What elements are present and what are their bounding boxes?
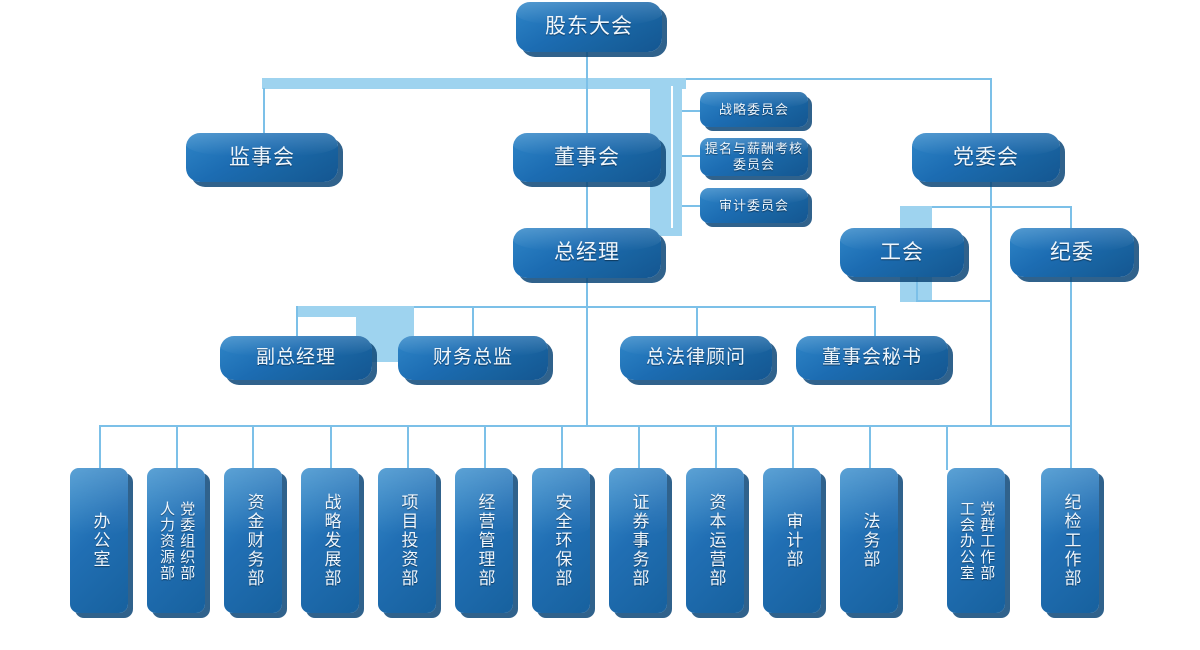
connector-drop-dept-10: [792, 425, 794, 470]
node-department-discipline-inspection[interactable]: 纪检工作部: [1041, 468, 1099, 613]
connector-drop-dept-7: [561, 425, 563, 470]
connector-drop-dept-11: [869, 425, 871, 470]
connector-drop-dept-5: [407, 425, 409, 470]
node-board-of-directors[interactable]: 董事会: [513, 133, 661, 182]
node-label: 总法律顾问: [645, 347, 746, 369]
node-label: 经营管理部: [475, 493, 495, 588]
node-label: 财务总监: [432, 347, 513, 369]
node-label: 党群工作部 工会办公室: [958, 500, 996, 581]
node-department-securities-affairs[interactable]: 证券事务部: [609, 468, 667, 613]
connector-union-bottom-rail: [916, 300, 992, 302]
connector-drop-dept-8: [638, 425, 640, 470]
connector-drop-discipline: [1070, 206, 1072, 228]
connector-stub-nomination: [682, 155, 700, 157]
connector-executives-band: [296, 306, 414, 317]
connector-drop-counsel: [696, 306, 698, 336]
node-nomination-remuneration-committee[interactable]: 提名与薪酬考核 委员会: [700, 138, 808, 176]
node-label: 副总经理: [255, 347, 336, 369]
node-department-office[interactable]: 办公室: [70, 468, 128, 613]
connector-party-rail: [900, 206, 1072, 208]
connector-committee-band-highlight: [671, 86, 673, 228]
node-general-counsel[interactable]: 总法律顾问: [620, 336, 772, 380]
connector-drop-secretary: [874, 306, 876, 336]
node-strategy-committee[interactable]: 战略委员会: [700, 92, 808, 127]
connector-stub-audit: [682, 205, 700, 207]
connector-drop-dept-2: [176, 425, 178, 470]
connector-executives-rail: [296, 306, 876, 308]
connector-board-to-gm: [586, 182, 588, 228]
connector-drop-dept-9: [715, 425, 717, 470]
node-label: 提名与薪酬考核 委员会: [704, 141, 803, 172]
node-label: 资金财务部: [244, 493, 264, 588]
connector-drop-dept-6: [484, 425, 486, 470]
connector-party-down: [990, 182, 992, 222]
connector-band-highlight: [270, 89, 672, 91]
node-shareholders-meeting[interactable]: 股东大会: [516, 2, 662, 52]
connector-departments-rail: [99, 425, 1071, 427]
node-department-audit[interactable]: 审计部: [763, 468, 821, 613]
node-department-project-investment[interactable]: 项目投资部: [378, 468, 436, 613]
connector-drop-board: [586, 78, 588, 133]
node-board-of-supervisors[interactable]: 监事会: [186, 133, 338, 182]
node-label: 审计委员会: [718, 197, 789, 213]
node-label: 总经理: [554, 241, 620, 265]
node-label: 纪检工作部: [1061, 493, 1081, 588]
node-chief-financial-officer[interactable]: 财务总监: [398, 336, 548, 380]
connector-drop-dept-3: [252, 425, 254, 470]
connector-drop-dept-12: [946, 425, 948, 470]
connector-discipline-long-down: [1070, 277, 1072, 426]
connector-drop-dept-4: [330, 425, 332, 470]
node-label: 工会: [880, 240, 924, 264]
node-board-secretary[interactable]: 董事会秘书: [796, 336, 948, 380]
node-department-strategic-development[interactable]: 战略发展部: [301, 468, 359, 613]
node-label: 董事会: [554, 145, 620, 169]
connector-drop-supervisors: [263, 88, 265, 133]
node-label: 办公室: [90, 512, 110, 569]
node-department-legal-affairs[interactable]: 法务部: [840, 468, 898, 613]
node-label: 纪委: [1050, 240, 1094, 264]
node-department-capital-operation[interactable]: 资本运营部: [686, 468, 744, 613]
connector-top-band: [262, 78, 686, 89]
node-party-committee[interactable]: 党委会: [912, 133, 1060, 182]
connector-drop-dept-13: [1070, 425, 1072, 470]
node-label: 证券事务部: [629, 493, 649, 588]
node-audit-committee[interactable]: 审计委员会: [700, 188, 808, 223]
node-label: 审计部: [783, 512, 803, 569]
connector-party-long-down: [990, 206, 992, 426]
node-label: 董事会秘书: [821, 347, 922, 369]
node-label: 党委会: [953, 145, 1019, 169]
node-department-safety-environment[interactable]: 安全环保部: [532, 468, 590, 613]
node-label: 战略委员会: [718, 101, 789, 117]
connector-gm-down: [586, 278, 588, 426]
node-label: 法务部: [860, 512, 880, 569]
connector-drop-cfo: [472, 306, 474, 336]
node-general-manager[interactable]: 总经理: [513, 228, 661, 278]
node-department-operation-management[interactable]: 经营管理部: [455, 468, 513, 613]
connector-stub-strategy: [682, 110, 700, 112]
connector-drop-deputy-gm: [296, 306, 298, 336]
node-department-funds-finance[interactable]: 资金财务部: [224, 468, 282, 613]
node-label: 安全环保部: [552, 493, 572, 588]
node-department-party-organization-hr[interactable]: 党委组织部 人力资源部: [147, 468, 205, 613]
node-deputy-general-manager[interactable]: 副总经理: [220, 336, 372, 380]
node-label: 党委组织部 人力资源部: [158, 500, 196, 581]
node-label: 资本运营部: [706, 493, 726, 588]
node-label: 项目投资部: [398, 493, 418, 588]
connector-union-long-down: [916, 277, 918, 302]
connector-drop-dept-1: [99, 425, 101, 470]
connector-top-rail-right: [686, 78, 992, 80]
node-label: 战略发展部: [321, 493, 341, 588]
node-label: 股东大会: [545, 15, 633, 39]
connector-drop-party: [990, 78, 992, 133]
node-discipline-committee[interactable]: 纪委: [1010, 228, 1134, 277]
node-labor-union[interactable]: 工会: [840, 228, 964, 277]
node-label: 监事会: [229, 145, 295, 169]
node-department-party-mass-work-union-office[interactable]: 党群工作部 工会办公室: [947, 468, 1005, 613]
connector-shareholders-stem: [586, 52, 588, 80]
